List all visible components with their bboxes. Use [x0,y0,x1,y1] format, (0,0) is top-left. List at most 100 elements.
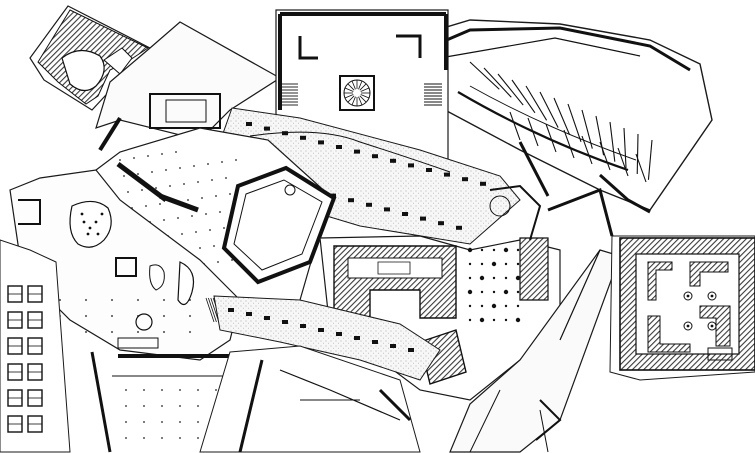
pier [462,177,468,182]
pier [438,221,444,226]
grid-dot [133,157,135,159]
cloister-column [504,304,508,308]
pavilion-column [111,299,113,301]
pier [318,140,324,145]
pier [456,225,462,230]
cloister-column [492,290,496,294]
cloister-column [492,276,496,280]
pier [372,154,378,159]
pavilion-column [163,315,165,317]
chapel-column-rings [683,291,717,331]
pier [426,168,432,172]
grid-dot [179,167,181,169]
cloister-column [516,248,520,252]
grid-dot [163,219,165,221]
pier [372,340,378,344]
cloister-column [468,304,472,308]
grid-dot [197,437,199,439]
cloister-column [492,248,496,252]
cloister-column [468,318,472,322]
pier [390,158,396,163]
grid-dot [119,159,121,161]
grid-dot [165,169,167,171]
grid-dot [181,233,183,235]
column-core [686,294,690,298]
grid-dot [143,437,145,439]
pavilion-column [86,232,90,236]
cloister-column [468,276,472,280]
seat-row [553,97,571,136]
grid-dot [199,247,201,249]
column-core [710,324,714,328]
pavilion-column [137,331,139,333]
spiral-stair-treads [344,80,370,106]
stair-tread [359,95,367,103]
pier [264,126,270,131]
grid-dot [161,405,163,407]
pier [408,163,414,168]
pavilion-column [111,315,113,317]
cloister-column [480,262,484,266]
grid-dot [191,215,193,217]
column-ring [683,321,693,331]
seat-row [511,79,536,114]
seat-row [483,67,512,98]
grid-dot [161,389,163,391]
grid-dot [197,181,199,183]
seat-row [617,147,629,177]
cloister-column [503,289,509,295]
pavilion-column [85,331,87,333]
grid-dot [125,405,127,407]
pavilion-column [100,212,104,216]
grid-dot [231,259,233,261]
seat-row [539,91,559,128]
pier [246,122,252,126]
stair-tread [351,96,356,106]
pier [354,149,360,154]
lower-corridor-piers [228,308,414,352]
pavilion-column [96,232,100,236]
seat-row [469,61,500,90]
grid-dot [215,195,217,197]
grid-dot [169,185,171,187]
stair-tread [358,96,363,106]
cloister-column [504,276,508,280]
cloister-columns [467,247,521,323]
stair-tread [359,83,367,91]
pavilion-column [111,331,113,333]
grid-dot [183,183,185,185]
cloister-column [516,290,520,294]
grid-dot [179,437,181,439]
grid-dot [155,187,157,189]
column-ring [683,291,693,301]
pier [444,172,450,177]
auditorium-sheet [411,19,713,214]
stair-tread [344,94,354,99]
cloister-column [480,304,484,308]
stair-tread [360,87,370,92]
grid-dot [215,389,217,391]
grid-dot [127,191,129,193]
grid-dot [213,245,215,247]
pavilion-column [85,315,87,317]
grid-dot [125,421,127,423]
grid-dot [125,389,127,391]
seat-row [545,123,557,153]
grid-dot [175,151,177,153]
grid-dot [143,405,145,407]
pier [390,344,396,348]
grid-dot [219,211,221,213]
seat-row [581,109,593,149]
grid-dot [161,421,163,423]
stair-tread [205,297,215,323]
grid-dot [205,213,207,215]
pavilion-column [80,212,84,216]
grid-dot [217,261,219,263]
pier [318,328,324,332]
grid-dot [161,153,163,155]
seat-row [636,133,639,175]
lower-center-sheets [199,345,421,453]
grid-dot [159,203,161,205]
grid-dot [225,177,227,179]
